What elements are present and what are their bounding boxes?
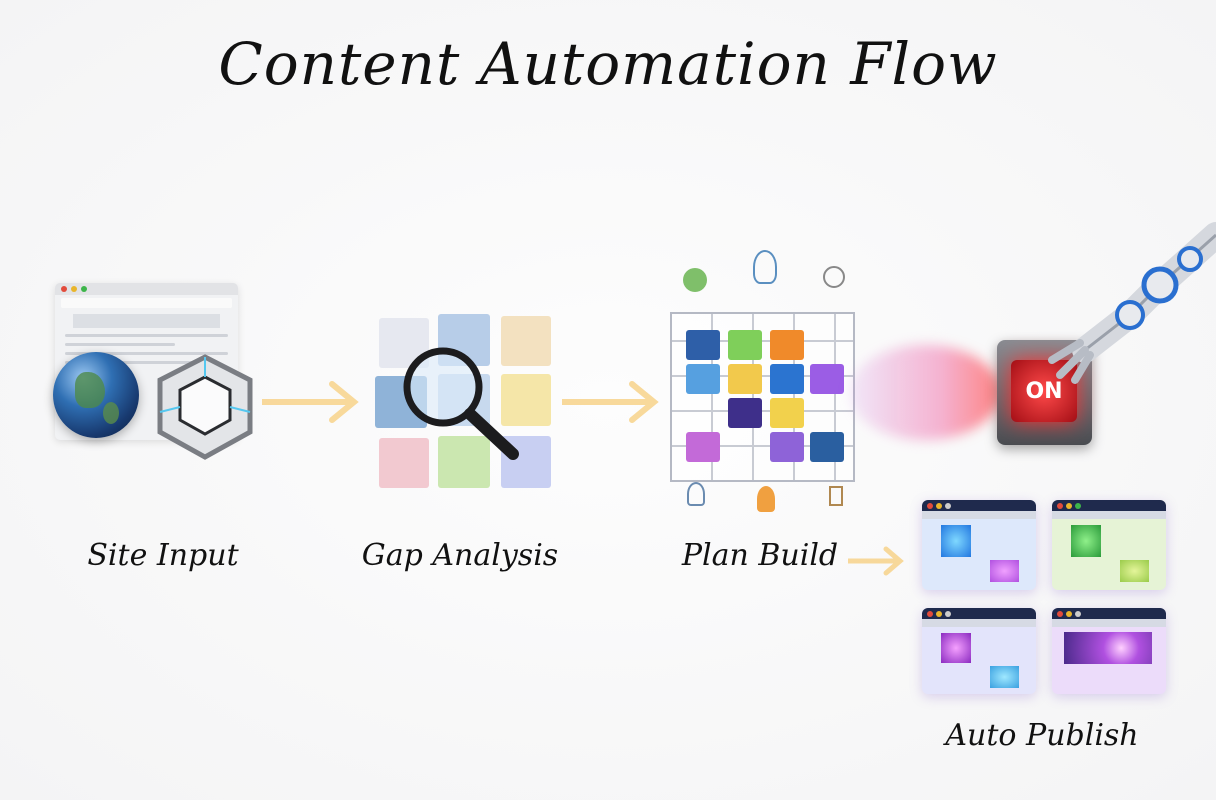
step-label-auto-publish: Auto Publish (945, 718, 1139, 753)
step-label-gap-analysis: Gap Analysis (361, 538, 559, 573)
published-page-1 (922, 500, 1036, 590)
cube-icon (157, 354, 253, 460)
brain-icon (823, 266, 845, 288)
flow-arrow-3 (848, 546, 904, 576)
planning-grid (670, 312, 855, 482)
diagram-title: Content Automation Flow (218, 30, 998, 98)
hourglass-icon (829, 486, 843, 506)
published-page-3 (922, 608, 1036, 694)
globe-icon (53, 352, 139, 438)
site-input-illustration (50, 280, 260, 470)
data-streaks (850, 345, 1000, 440)
people-icon (683, 268, 707, 292)
published-page-2 (1052, 500, 1166, 590)
published-page-4 (1052, 608, 1166, 694)
person-icon (687, 482, 705, 506)
step-label-site-input: Site Input (87, 538, 239, 573)
lightbulb-icon (753, 250, 777, 284)
gap-analysis-illustration (375, 312, 555, 497)
plan-build-illustration (665, 250, 865, 520)
flow-arrow-2 (562, 381, 659, 423)
flow-arrow-1 (262, 381, 359, 423)
rocket-icon (757, 486, 775, 512)
magnifying-glass-icon (403, 347, 519, 460)
robot-arm-icon (1048, 222, 1216, 384)
step-label-plan-build: Plan Build (681, 538, 839, 573)
on-label: ON (1025, 378, 1063, 404)
